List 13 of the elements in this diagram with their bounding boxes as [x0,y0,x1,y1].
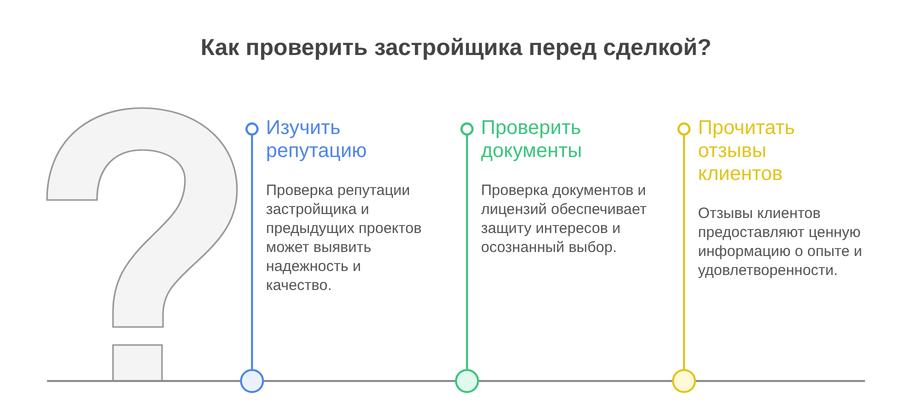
step-heading: Проверить документы [481,117,583,163]
step-heading: Прочитать отзывы клиентов [698,117,796,186]
timeline-circle [455,369,479,393]
step-description: Проверка документов и лицензий обеспечивает защиту интересов и осознанный выбор. [481,181,648,257]
timeline-circle [240,369,264,393]
step-description: Проверка репутации застройщика и предыдущих проектов может выявить надежность и качество. [266,181,423,295]
connector-line [677,122,691,369]
step-heading: Изучить репутацию [266,117,368,163]
step-description: Отзывы клиентов предоставляют ценную информацию о опыте и удовлетворенности. [698,204,864,280]
diagram-title: Как проверить застройщика перед сделкой? [200,34,712,61]
timeline-circle [672,369,696,393]
connector-line [460,122,474,369]
connector-line [245,122,259,369]
